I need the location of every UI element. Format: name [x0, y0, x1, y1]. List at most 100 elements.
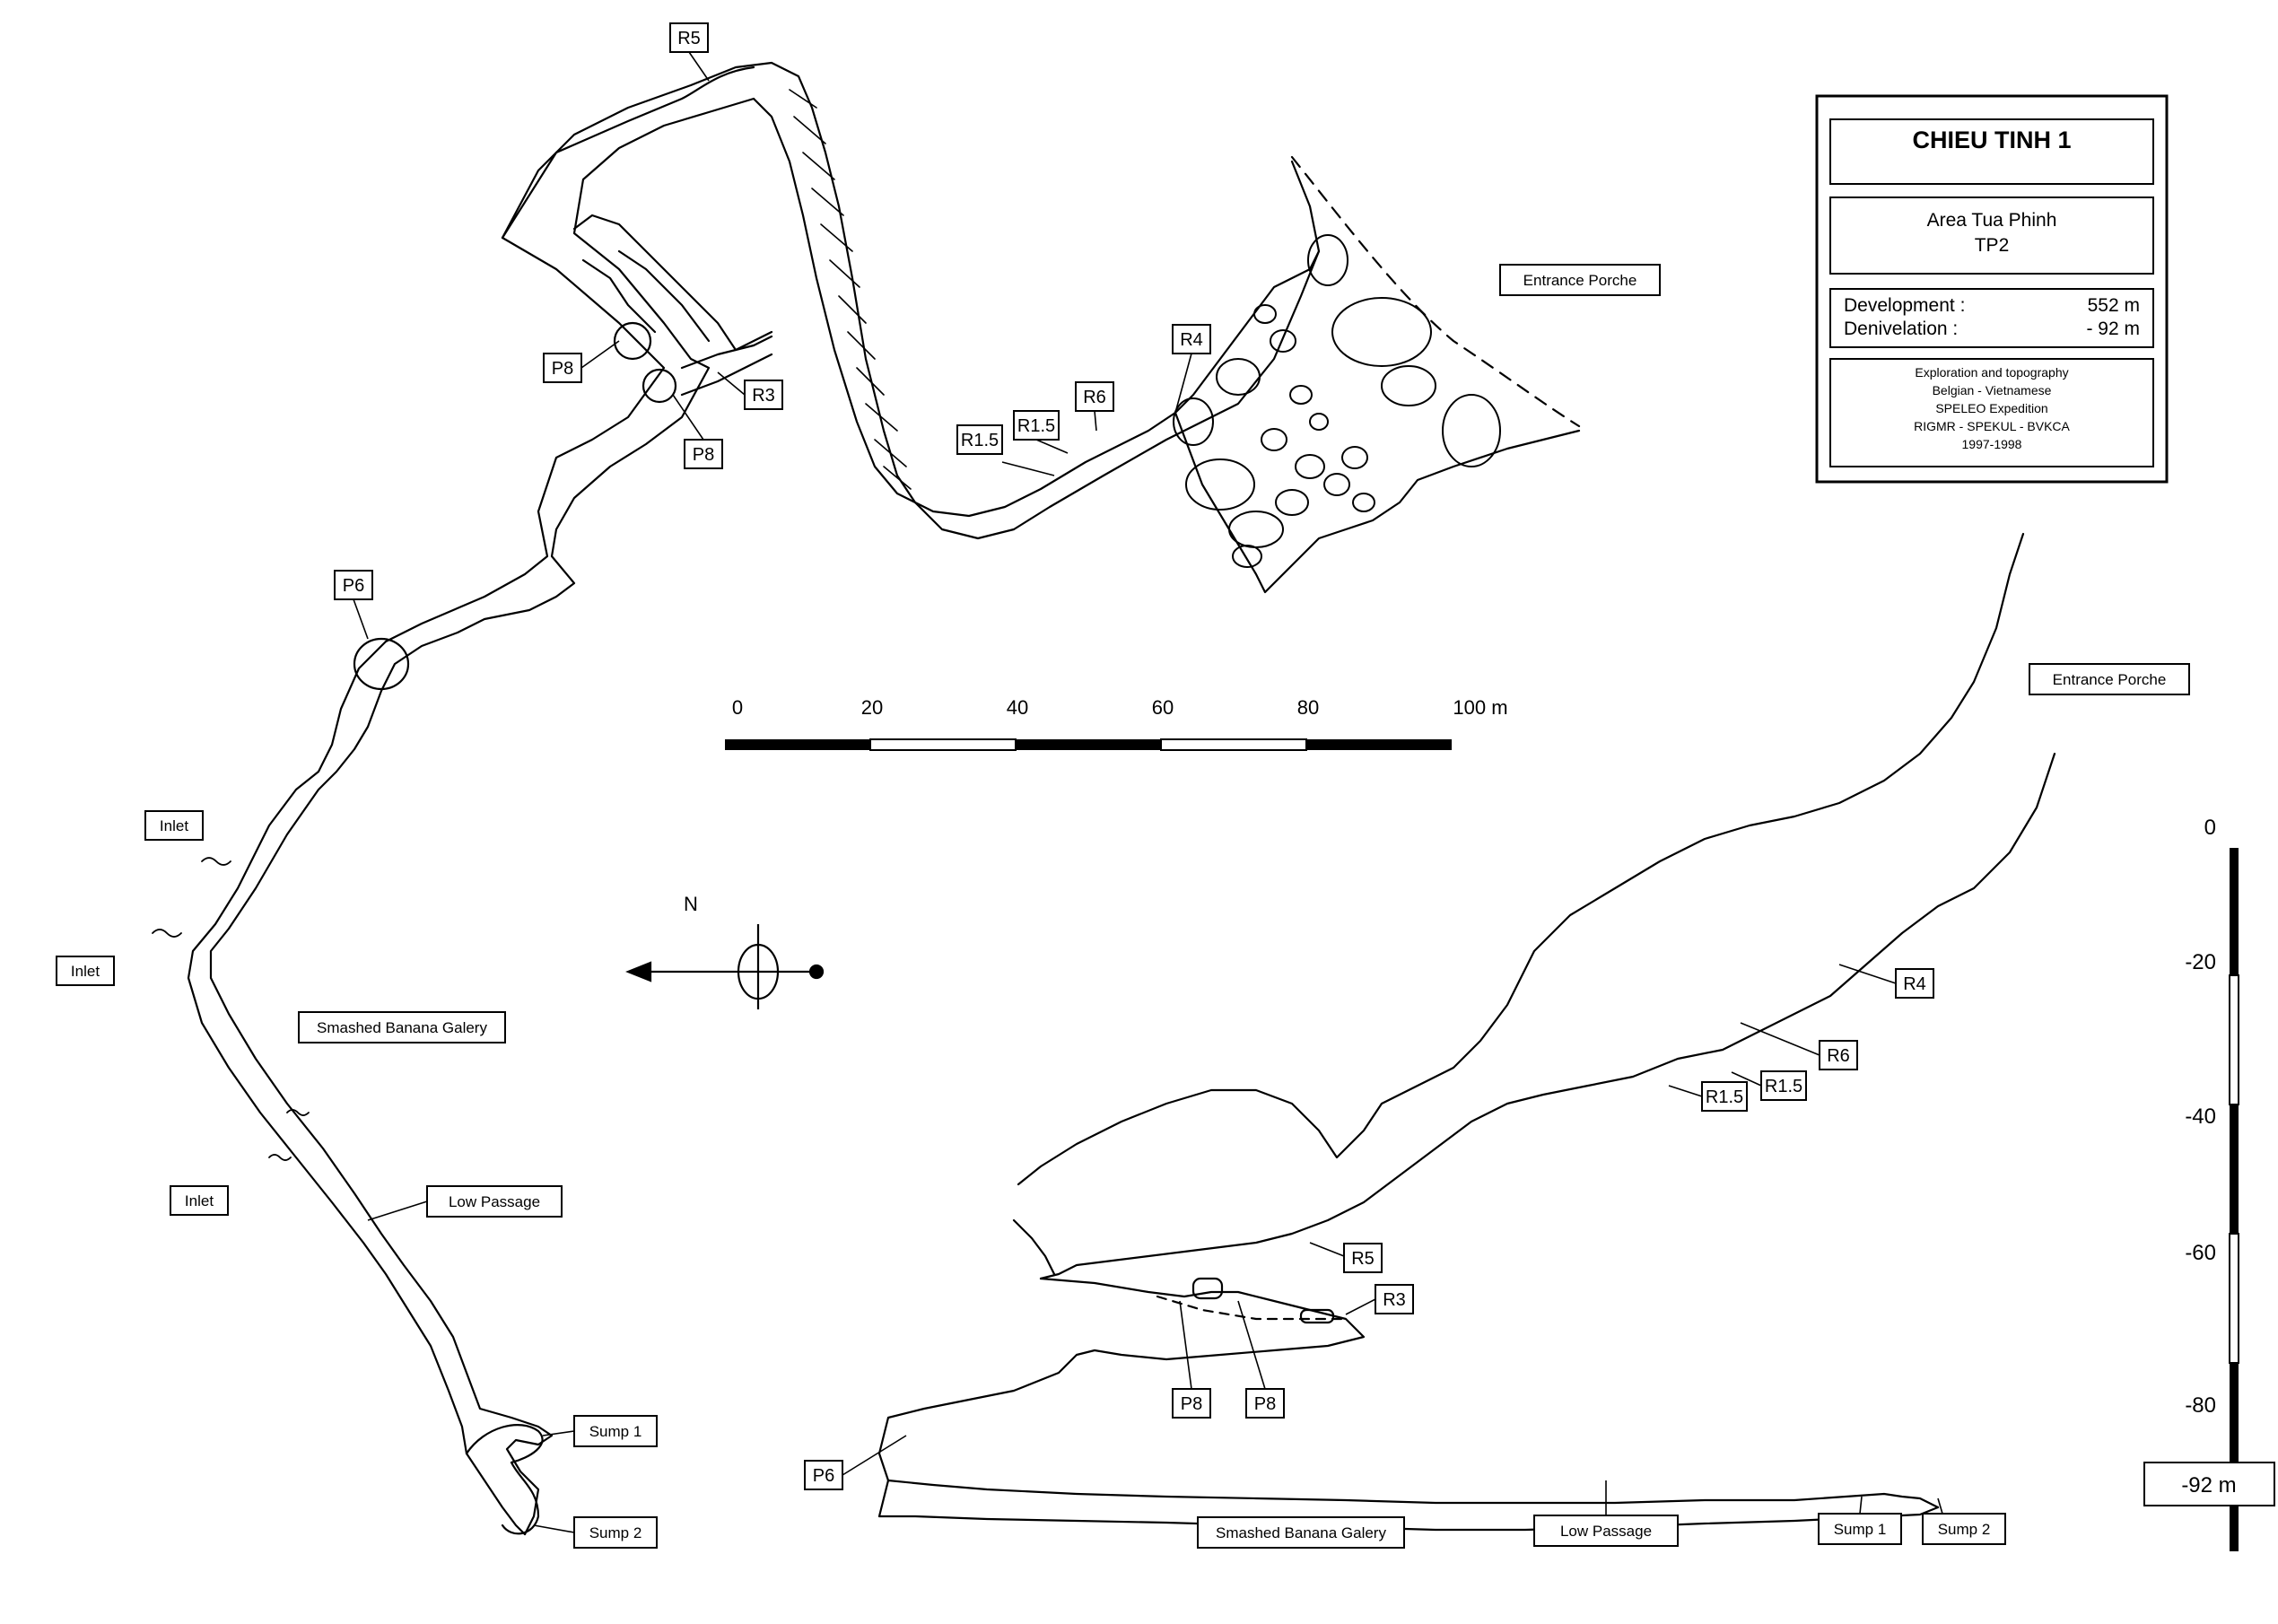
- plan-label-r1-5-a-box: [956, 424, 1003, 455]
- development-label: Development :: [1844, 295, 1965, 316]
- section-label-sump1-box: [1818, 1513, 1902, 1545]
- depth-bottom-label: -92 m: [2181, 1473, 2236, 1497]
- plan-sump-lobes: [465, 1424, 544, 1535]
- scale-tick-100: 100 m: [1453, 696, 1507, 719]
- section-label-r3: R3: [1383, 1290, 1406, 1310]
- denivelation-label: Denivelation :: [1844, 319, 1958, 339]
- plan-label-r5-box: [669, 22, 709, 53]
- section-label-entrance: Entrance Porche: [2053, 671, 2167, 688]
- plan-label-r1-5-b: R1.5: [1017, 416, 1055, 436]
- scale-tick-0: 0: [732, 696, 743, 719]
- depth-segment-3: [2229, 1233, 2239, 1364]
- plan-label-entrance: Entrance Porche: [1523, 272, 1637, 289]
- plan-label-sump1: Sump 1: [589, 1423, 642, 1440]
- plan-label-inlet-3: Inlet: [185, 1192, 214, 1209]
- depth-segment-4: [2230, 1363, 2239, 1551]
- plan-label-r6: R6: [1083, 388, 1106, 407]
- credit-line-1: Exploration and topography: [1915, 365, 2068, 380]
- plan-label-p8-lower-box: [684, 439, 723, 469]
- section-label-sump2-box: [1922, 1513, 2006, 1545]
- plan-leader-lines: [353, 51, 1192, 1533]
- section-label-gallery: Smashed Banana Galery: [1216, 1524, 1386, 1541]
- depth-tick-20: -20: [2185, 950, 2216, 974]
- depth-segment-1: [2229, 974, 2239, 1105]
- plan-label-inlet-1: Inlet: [160, 817, 188, 834]
- section-label-low-passage: Low Passage: [1560, 1523, 1652, 1540]
- plan-label-gallery-box: [298, 1011, 506, 1043]
- section-label-r1-5-b-box: [1701, 1081, 1748, 1112]
- plan-p6-chamber: [353, 637, 410, 691]
- plan-label-entrance-box: [1499, 264, 1661, 296]
- depth-tick-60: -60: [2185, 1241, 2216, 1265]
- plan-label-p8-lower: P8: [693, 445, 714, 465]
- section-label-p6-box: [804, 1460, 843, 1490]
- section-roof-line: [1017, 532, 2025, 1186]
- plan-hatched-slope: [789, 89, 912, 490]
- depth-tick-0: 0: [2204, 816, 2216, 840]
- scale-tick-40: 40: [1007, 696, 1028, 719]
- plan-label-r1-5-a: R1.5: [961, 431, 999, 450]
- scale-tick-60: 60: [1152, 696, 1174, 719]
- credit-line-4: RIGMR - SPEKUL - BVKCA: [1914, 419, 2070, 433]
- section-gallery-roof: [886, 1479, 1940, 1509]
- scale-segment-1: [869, 738, 1017, 751]
- section-label-p8-b-box: [1245, 1388, 1285, 1419]
- plan-label-p6-box: [334, 570, 373, 600]
- plan-label-p6: P6: [343, 576, 364, 596]
- section-label-r4-box: [1895, 968, 1934, 999]
- scale-tick-80: 80: [1297, 696, 1319, 719]
- section-label-low-passage-box: [1533, 1515, 1679, 1547]
- plan-label-inlet-2-box: [56, 956, 115, 986]
- depth-tick-80: -80: [2185, 1393, 2216, 1418]
- title-block: CHIEU TINH 1 Area Tua Phinh TP2 Developm…: [1815, 94, 2169, 484]
- section-label-r1-5-b: R1.5: [1706, 1087, 1743, 1107]
- section-lower-chamber: [877, 1277, 1366, 1482]
- depth-tick-40: -40: [2185, 1104, 2216, 1129]
- section-label-r4: R4: [1903, 974, 1926, 994]
- plan-label-inlet-1-box: [144, 810, 204, 841]
- credit-line-5: 1997-1998: [1962, 437, 2022, 451]
- development-value: 552 m: [2088, 295, 2140, 316]
- plan-inlet-marks: [152, 857, 310, 1161]
- section-leader-lines: [842, 964, 1943, 1515]
- scale-tick-20: 20: [861, 696, 883, 719]
- plan-label-r4-box: [1172, 324, 1211, 354]
- section-label-r1-5-a-box: [1760, 1070, 1807, 1101]
- plan-r5-loop-inner: [752, 97, 1177, 518]
- plan-label-gallery: Smashed Banana Galery: [317, 1019, 487, 1036]
- plan-r3-passage: [680, 335, 773, 397]
- section-label-r5: R5: [1351, 1249, 1375, 1269]
- section-label-sump1: Sump 1: [1834, 1521, 1887, 1538]
- north-label: N: [684, 893, 698, 915]
- plan-labels: R5 P8 R3 P8 P6 R4 R6 R1.5 R1.5 Entrance …: [56, 22, 1661, 1549]
- section-gallery-floor: [877, 1479, 1940, 1532]
- section-labels: Entrance Porche R4 R6 R1.5 R1.5 R5 R3 P8…: [804, 663, 2190, 1549]
- section-label-p8-a: P8: [1181, 1394, 1202, 1414]
- plan-passage-east-wall: [209, 97, 755, 1536]
- section-boulder-1: [1191, 1277, 1224, 1300]
- depth-segment-2: [2230, 1104, 2239, 1234]
- plan-label-r1-5-b-box: [1013, 410, 1060, 441]
- scale-bar: 0 20 40 60 80 100 m: [725, 696, 1508, 751]
- plan-label-sump1-box: [573, 1415, 658, 1447]
- plan-label-p8-upper-box: [543, 353, 582, 383]
- section-label-gallery-box: [1197, 1516, 1405, 1549]
- plan-label-inlet-2: Inlet: [71, 963, 100, 980]
- plan-label-sump2: Sump 2: [589, 1524, 642, 1541]
- scale-segment-3: [1160, 738, 1307, 751]
- north-arrow-head: [625, 961, 652, 982]
- denivelation-value: - 92 m: [2086, 319, 2140, 339]
- plan-p8-loop: [572, 214, 773, 352]
- stats-box: [1829, 288, 2154, 348]
- section-label-r5-box: [1343, 1243, 1383, 1273]
- section-label-p8-b: P8: [1254, 1394, 1276, 1414]
- depth-bottom-box: [2143, 1462, 2275, 1506]
- plan-p8-upper-shaft: [613, 321, 652, 361]
- scale-segment-2: [1016, 739, 1161, 750]
- plan-entrance-blocks: [1173, 234, 1501, 568]
- plan-label-low-passage-box: [426, 1185, 563, 1218]
- plan-label-r5: R5: [677, 29, 701, 48]
- plan-label-sump2-box: [573, 1516, 658, 1549]
- area-name: Area Tua Phinh: [1927, 210, 2057, 231]
